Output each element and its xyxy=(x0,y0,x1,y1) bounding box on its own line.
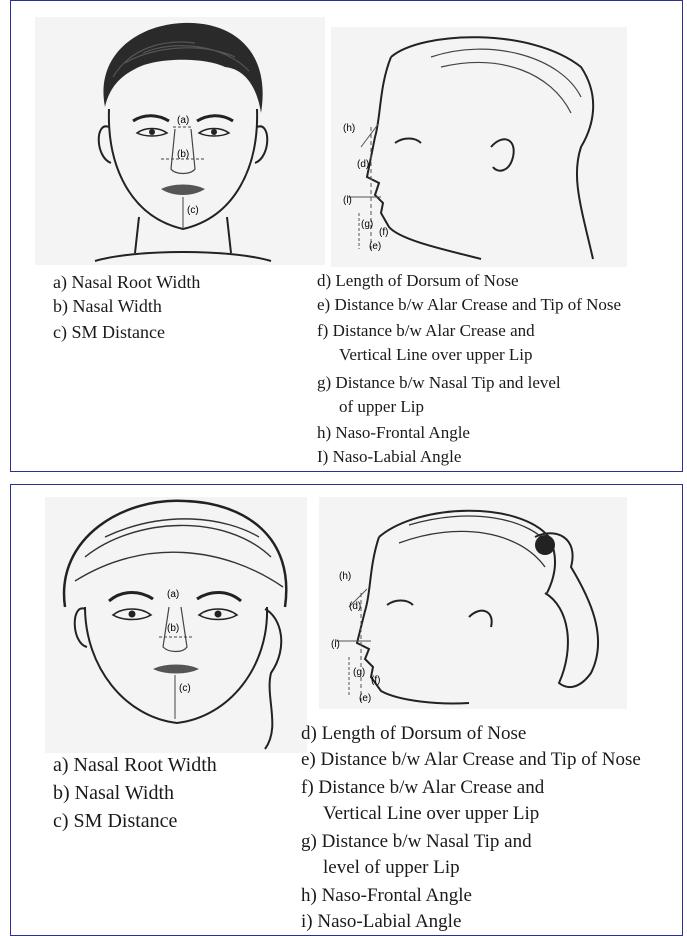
female-label-h: h) Naso-Frontal Angle xyxy=(301,883,472,909)
male-label-g: g) Distance b/w Nasal Tip and level xyxy=(317,371,561,395)
marker-h-female: (h) xyxy=(339,571,351,582)
female-label-a: a) Nasal Root Width xyxy=(53,751,217,779)
male-profile-illustration: (h) (d) (i) (g) (f) (e) xyxy=(331,27,627,267)
marker-f: (f) xyxy=(379,227,388,238)
female-label-g: g) Distance b/w Nasal Tip and xyxy=(301,829,532,855)
male-front-face-illustration: (a) (b) (c) xyxy=(35,17,325,265)
female-label-d: d) Length of Dorsum of Nose xyxy=(301,721,526,747)
male-label-e: e) Distance b/w Alar Crease and Tip of N… xyxy=(317,293,621,317)
marker-i: (i) xyxy=(343,195,352,206)
male-label-g-cont: of upper Lip xyxy=(317,395,424,419)
marker-c-female: (c) xyxy=(179,683,191,694)
marker-a-female: (a) xyxy=(167,589,179,600)
male-label-d: d) Length of Dorsum of Nose xyxy=(317,269,519,293)
marker-c: (c) xyxy=(187,205,199,216)
male-label-h: h) Naso-Frontal Angle xyxy=(317,421,470,445)
male-label-f-cont: Vertical Line over upper Lip xyxy=(317,343,533,367)
male-label-b: b) Nasal Width xyxy=(53,293,162,319)
female-label-b: b) Nasal Width xyxy=(53,779,174,807)
marker-h: (h) xyxy=(343,123,355,134)
female-label-g-cont: level of upper Lip xyxy=(301,855,460,881)
female-front-face-illustration: (a) (b) (c) xyxy=(45,497,307,753)
marker-g: (g) xyxy=(361,219,373,230)
marker-i-female: (i) xyxy=(331,639,340,650)
male-panel: (a) (b) (c) (h) (d) (i) (g) (f) (e) a) N… xyxy=(10,0,683,472)
female-profile-illustration: (h) (d) (i) (g) (f) (e) xyxy=(319,497,627,709)
female-panel: (a) (b) (c) (h) (d) (i) (g) (f) (e) a) N… xyxy=(10,484,683,936)
female-label-i: i) Naso-Labial Angle xyxy=(301,909,461,935)
marker-d: (d) xyxy=(357,159,369,170)
female-label-f: f) Distance b/w Alar Crease and xyxy=(301,775,544,801)
male-label-c: c) SM Distance xyxy=(53,319,165,345)
marker-b: (b) xyxy=(177,149,189,160)
male-label-i: I) Naso-Labial Angle xyxy=(317,445,461,469)
male-label-f: f) Distance b/w Alar Crease and xyxy=(317,319,535,343)
marker-b-female: (b) xyxy=(167,623,179,634)
marker-e: (e) xyxy=(369,241,381,252)
marker-e-female: (e) xyxy=(359,693,371,704)
male-label-a: a) Nasal Root Width xyxy=(53,269,200,295)
female-label-c: c) SM Distance xyxy=(53,807,177,835)
female-label-f-cont: Vertical Line over upper Lip xyxy=(301,801,539,827)
marker-f-female: (f) xyxy=(371,675,380,686)
female-label-e: e) Distance b/w Alar Crease and Tip of N… xyxy=(301,747,641,773)
marker-g-female: (g) xyxy=(353,667,365,678)
marker-d-female: (d) xyxy=(349,601,361,612)
marker-a: (a) xyxy=(177,115,189,126)
